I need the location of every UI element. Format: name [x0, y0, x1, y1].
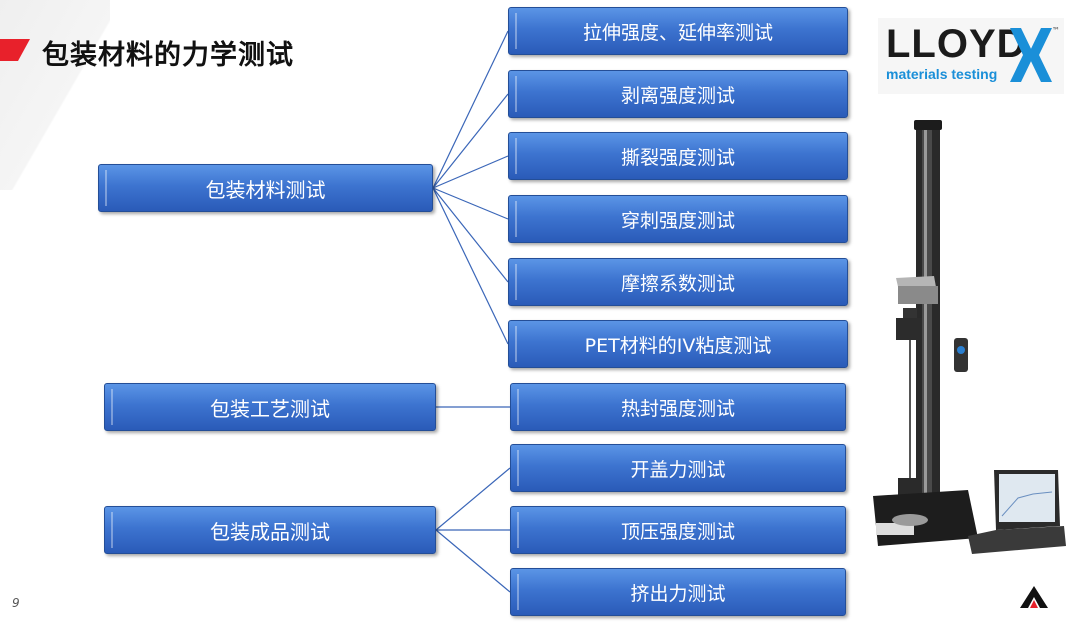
item-friction-test[interactable]: 摩擦系数测试 — [508, 258, 848, 306]
item-tensile-test[interactable]: 拉伸强度、延伸率测试 — [508, 7, 848, 55]
brand-logo-icon — [1010, 28, 1052, 82]
item-extrusion-force-test[interactable]: 挤出力测试 — [510, 568, 846, 616]
item-puncture-test[interactable]: 穿刺强度测试 — [508, 195, 848, 243]
logo-main-text: LLOYD — [886, 22, 1027, 66]
logo-trademark: ™ — [1052, 26, 1060, 35]
logo-sub-text: materials testing — [886, 66, 998, 82]
connector-line — [432, 93, 509, 189]
connector-line — [432, 30, 509, 189]
corner-brand-icon — [1020, 586, 1048, 608]
background-decoration — [0, 0, 110, 190]
category-materials[interactable]: 包装材料测试 — [98, 164, 433, 212]
connector-line — [435, 529, 511, 593]
item-peel-test[interactable]: 剥离强度测试 — [508, 70, 848, 118]
connector-line — [432, 155, 509, 189]
connector-line — [435, 467, 511, 531]
universal-testing-machine-image — [873, 120, 1066, 554]
laptop-image — [968, 470, 1066, 554]
item-pet-iv-test[interactable]: PET材料的IV粘度测试 — [508, 320, 848, 368]
item-tear-test[interactable]: 撕裂强度测试 — [508, 132, 848, 180]
brand-logo: LLOYD materials testing ™ — [878, 18, 1064, 94]
page-title: 包装材料的力学测试 — [42, 40, 294, 71]
connector-line — [432, 187, 509, 283]
item-opening-force-test[interactable]: 开盖力测试 — [510, 444, 846, 492]
category-process[interactable]: 包装工艺测试 — [104, 383, 436, 431]
connector-line — [432, 187, 509, 345]
page-number: 9 — [12, 596, 20, 610]
connector-line — [432, 187, 509, 220]
item-top-load-test[interactable]: 顶压强度测试 — [510, 506, 846, 554]
item-heat-seal-test[interactable]: 热封强度测试 — [510, 383, 846, 431]
category-finished-product[interactable]: 包装成品测试 — [104, 506, 436, 554]
